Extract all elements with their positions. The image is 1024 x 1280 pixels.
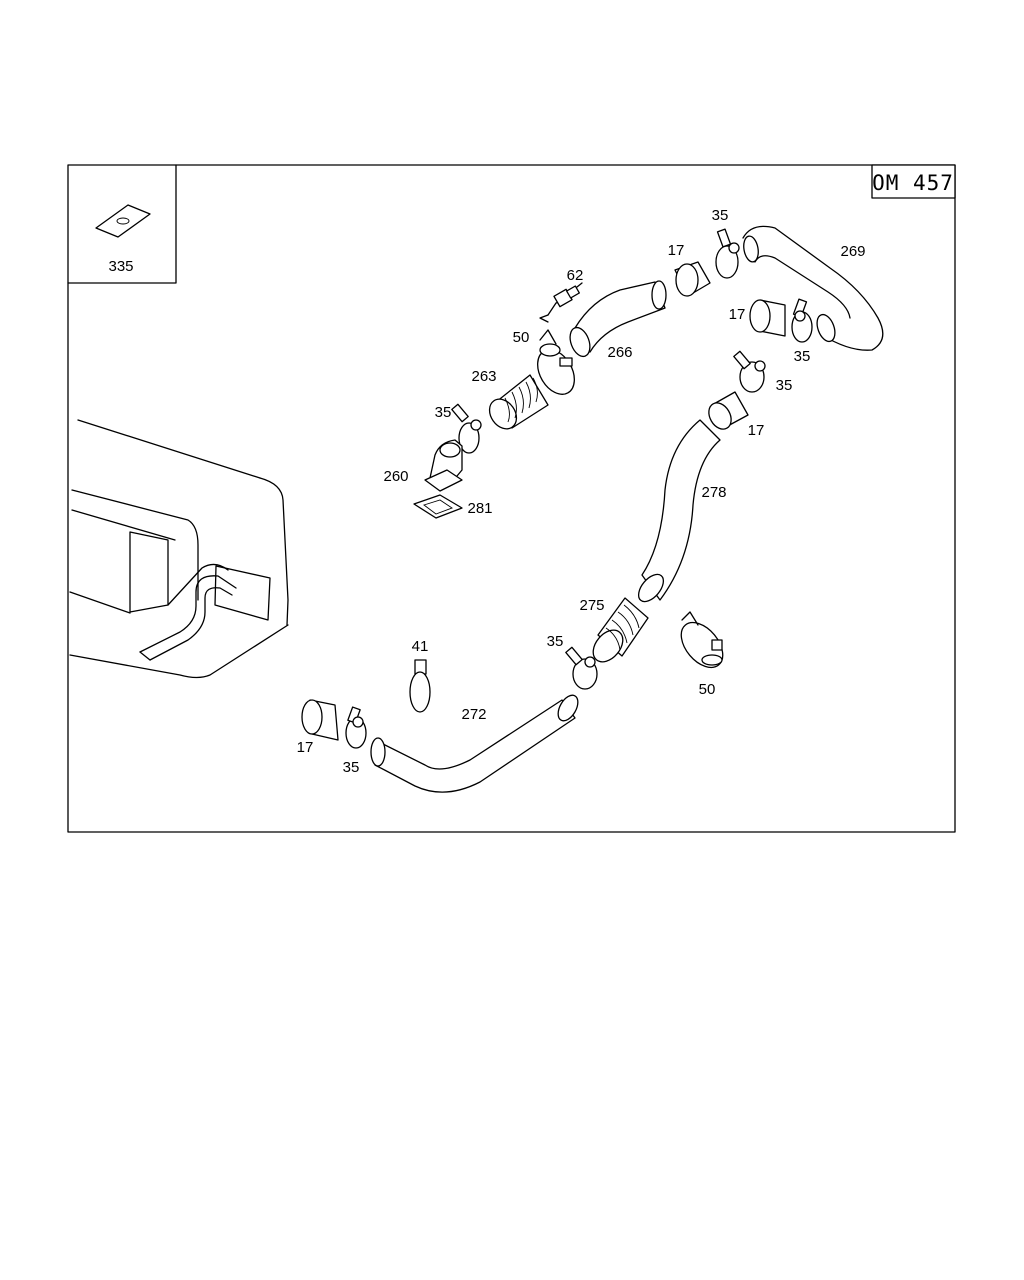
inset-box: 335 bbox=[67, 164, 177, 284]
clamp-35-f bbox=[345, 706, 367, 749]
gasket-281 bbox=[413, 494, 463, 519]
callout-17: 17 bbox=[297, 739, 314, 756]
hose-263 bbox=[488, 374, 549, 430]
hose-275 bbox=[592, 597, 649, 663]
hose-278 bbox=[637, 419, 721, 603]
clamp-35-a bbox=[715, 228, 740, 279]
callout-278: 278 bbox=[701, 484, 726, 501]
callout-17: 17 bbox=[729, 306, 746, 323]
callout-272: 272 bbox=[461, 706, 486, 723]
hose-269 bbox=[742, 225, 884, 351]
clamp-35-b bbox=[791, 298, 813, 343]
callout-62: 62 bbox=[567, 267, 584, 284]
clamp-50-lower bbox=[680, 611, 724, 669]
hose-266 bbox=[569, 280, 667, 358]
sleeve-17-right bbox=[749, 299, 786, 337]
callout-50: 50 bbox=[699, 681, 716, 698]
sleeve-17-lower bbox=[301, 699, 339, 741]
callout-41: 41 bbox=[412, 638, 429, 655]
clamp-35-e bbox=[565, 646, 598, 690]
callout-35: 35 bbox=[776, 377, 793, 394]
valve-62 bbox=[539, 282, 583, 323]
clamp-35-d bbox=[451, 403, 482, 454]
callout-35: 35 bbox=[712, 207, 729, 224]
callout-17: 17 bbox=[668, 242, 685, 259]
callout-269: 269 bbox=[840, 243, 865, 260]
diagram-frame bbox=[67, 164, 956, 833]
callout-35: 35 bbox=[343, 759, 360, 776]
sleeve-17-mid bbox=[708, 391, 749, 430]
callout-275: 275 bbox=[579, 597, 604, 614]
sleeve-17-upper bbox=[674, 261, 711, 297]
plate-icon bbox=[95, 204, 151, 238]
elbow-260 bbox=[424, 439, 463, 492]
callout-35: 35 bbox=[794, 348, 811, 365]
engine-tag: OM 457 bbox=[872, 171, 954, 195]
inset-part-label: 335 bbox=[108, 258, 133, 275]
callout-263: 263 bbox=[471, 368, 496, 385]
callout-labels: 269 35 17 62 17 35 50 266 263 35 17 35 2… bbox=[297, 207, 866, 776]
clamp-41 bbox=[409, 659, 431, 713]
callout-260: 260 bbox=[383, 468, 408, 485]
clamp-35-c bbox=[733, 350, 766, 393]
hose-272 bbox=[370, 694, 579, 793]
engine-tag-box: OM 457 bbox=[871, 164, 956, 199]
clamp-50-upper bbox=[537, 329, 575, 395]
callout-266: 266 bbox=[607, 344, 632, 361]
engine-block bbox=[69, 419, 289, 679]
callout-35: 35 bbox=[547, 633, 564, 650]
callout-17: 17 bbox=[748, 422, 765, 439]
callout-50: 50 bbox=[513, 329, 530, 346]
callout-281: 281 bbox=[467, 500, 492, 517]
callout-35: 35 bbox=[435, 404, 452, 421]
